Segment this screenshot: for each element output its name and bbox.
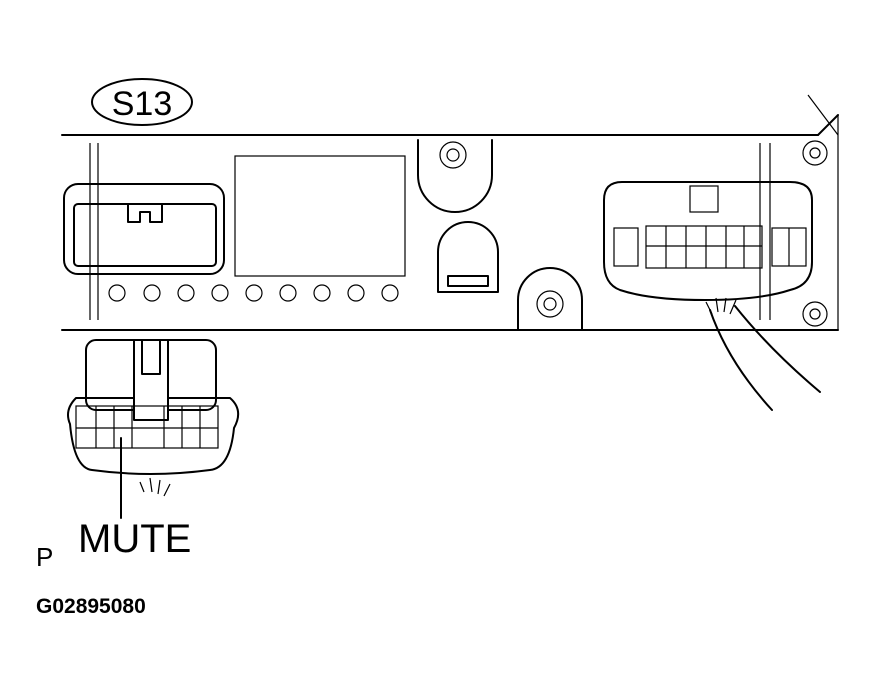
arched-slot (437, 221, 499, 293)
display-window (234, 155, 406, 277)
mute-pin-label: MUTE (78, 517, 191, 561)
figure-id-label: G02895080 (36, 595, 146, 618)
audio-unit-body (61, 94, 839, 331)
mute-connector (67, 339, 240, 497)
right-connector (603, 181, 813, 301)
hole-row (108, 284, 399, 302)
corner-screws (802, 140, 828, 327)
mounting-boss-top (417, 139, 493, 213)
right-harness (705, 297, 821, 411)
connector-code-badge: S13 (91, 78, 193, 126)
mounting-boss-bottom (517, 267, 583, 331)
connector-code-label: S13 (112, 85, 173, 123)
view-marker-label: P (36, 542, 53, 572)
left-socket (63, 183, 225, 275)
